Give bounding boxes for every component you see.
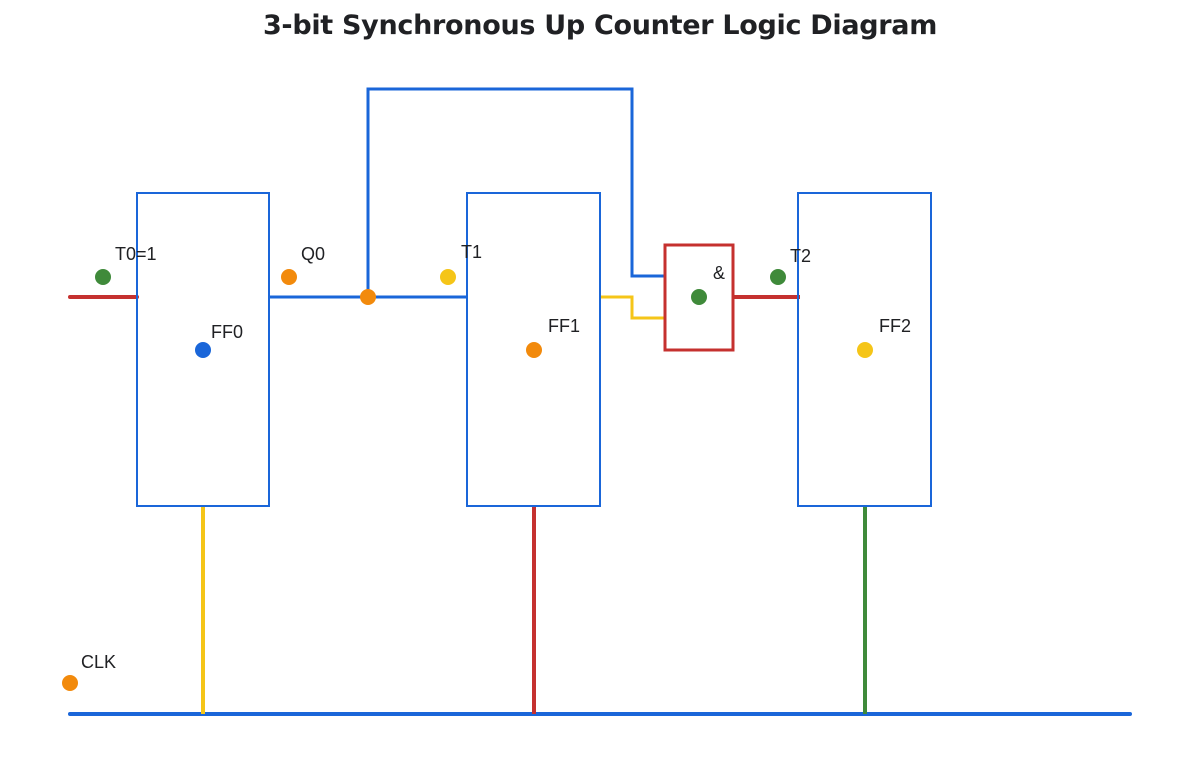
t2-label: T2 [790, 246, 811, 266]
ff0-box [136, 192, 270, 507]
ff2-box [797, 192, 932, 507]
ff2-label: FF2 [879, 316, 911, 336]
ff1-box [466, 192, 601, 507]
t1-label: T1 [461, 242, 482, 262]
t2-dot [770, 269, 786, 285]
clk-dot [62, 675, 78, 691]
diagram-title: 3-bit Synchronous Up Counter Logic Diagr… [262, 10, 938, 41]
and-gate-box [663, 243, 735, 352]
and-gate-dot [691, 289, 707, 305]
q0-to-and-wire [366, 87, 665, 297]
ff1-label: FF1 [548, 316, 580, 336]
t0-dot [95, 269, 111, 285]
t1-dot [440, 269, 456, 285]
q1-to-and-wire [600, 295, 665, 320]
ff0-label: FF0 [211, 322, 243, 342]
q0-dot [281, 269, 297, 285]
q0-label: Q0 [301, 244, 325, 264]
t0-label: T0=1 [115, 244, 157, 264]
clk-label: CLK [81, 652, 116, 672]
ff1-dot [526, 342, 542, 358]
ff2-dot [857, 342, 873, 358]
ff0-dot [195, 342, 211, 358]
q0-junction-dot [360, 289, 376, 305]
and-gate-label: & [713, 263, 725, 283]
